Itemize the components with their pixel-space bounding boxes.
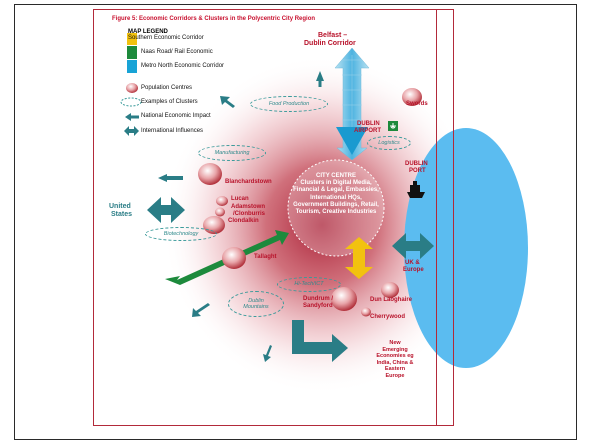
uk-arrow xyxy=(392,233,434,259)
cluster-dublin-mountains-2: Mountains xyxy=(243,304,269,310)
legend-swatch-international xyxy=(124,126,139,136)
impact-arrow-nw xyxy=(220,96,235,108)
label-united-states-2: States xyxy=(111,211,133,218)
label-dublin-airport-2: AIRPORT xyxy=(354,128,381,134)
legend-swatch-national xyxy=(125,113,139,121)
ship-icon xyxy=(407,181,425,198)
impact-arrow-sw1 xyxy=(192,303,210,317)
cluster-logistics: Logistics xyxy=(367,136,411,150)
city-centre-body: Clusters in Digital Media, Financial & L… xyxy=(293,180,379,215)
cluster-biotechnology: Biotechnology xyxy=(145,227,217,241)
legend-heading: MAP LEGEND xyxy=(128,29,168,35)
label-new-emerging-6: Europe xyxy=(385,372,405,379)
legend-swatch-naas xyxy=(127,46,137,59)
legend-label-southern: Southern Economic Corridor xyxy=(128,35,204,41)
cluster-hi-tech: Hi-Tech/ICT xyxy=(277,277,341,292)
label-belfast: Belfast – xyxy=(318,32,348,39)
label-dublin-port-2: PORT xyxy=(409,168,426,174)
label-lucan: Lucan xyxy=(231,196,249,202)
us-arrow xyxy=(147,197,185,223)
city-centre-ring xyxy=(287,159,385,257)
label-dun-laoghaire: Dun Laoghaire xyxy=(370,297,413,303)
population-tallaght xyxy=(222,247,246,269)
label-dublin-airport-1: DUBLIN xyxy=(357,121,380,127)
legend-label-metro: Metro North Economic Corridor xyxy=(141,63,225,69)
label-cherrywood: Cherrywood xyxy=(370,314,406,320)
label-new-emerging: New Emerging Economies eg India, China &… xyxy=(365,340,425,380)
figure-title: Figure 5: Economic Corridors & Clusters … xyxy=(112,16,316,22)
label-united-states-1: United xyxy=(109,203,131,210)
label-clondalkin: Clondalkin xyxy=(228,218,259,224)
label-new-emerging-5: Eastern xyxy=(384,366,406,373)
population-swords xyxy=(402,88,422,106)
legend-label-population: Population Centres xyxy=(141,85,193,91)
map-frame-right-edge xyxy=(436,9,437,426)
label-new-emerging-3: Economies eg xyxy=(376,353,414,360)
map-frame xyxy=(93,9,454,426)
label-dundrum-2: Sandyford xyxy=(303,303,333,309)
cluster-food-production: Food Production xyxy=(250,96,328,112)
east-arrow xyxy=(292,320,348,362)
southern-corridor-arrow xyxy=(345,237,373,279)
label-clonburris: /Clonburris xyxy=(233,211,266,217)
label-uk-europe-1: UK & xyxy=(405,260,420,266)
legend-label-international: International Influences xyxy=(141,128,204,134)
metro-north-arrow-tip xyxy=(336,127,368,155)
label-adamstown: Adamstown xyxy=(231,204,266,210)
label-swords: Swords xyxy=(406,101,428,107)
population-dundrum xyxy=(331,287,357,311)
impact-arrow-west xyxy=(158,174,183,182)
city-centre-heading: CITY CENTRE xyxy=(316,173,356,179)
legend-swatch-population xyxy=(126,83,138,93)
label-new-emerging-1: New xyxy=(389,340,401,346)
legend-swatch-southern xyxy=(127,33,137,45)
cluster-dublin-mountains: Dublin Mountains xyxy=(228,291,284,317)
label-dublin-port-1: DUBLIN xyxy=(405,161,428,167)
label-dublin-corridor: Dublin Corridor xyxy=(304,40,356,47)
population-cherrywood xyxy=(361,307,371,317)
population-adamstown xyxy=(215,207,225,217)
label-uk-europe-2: Europe xyxy=(403,267,424,273)
sea-area xyxy=(404,128,528,368)
slide-frame xyxy=(14,4,577,440)
population-centres xyxy=(198,88,422,317)
label-tallaght: Tallaght xyxy=(254,254,277,260)
population-lucan xyxy=(216,196,228,206)
cluster-manufacturing: Manufacturing xyxy=(198,145,266,161)
legend-label-naas: Naas Road/ Rail Economic xyxy=(141,49,213,55)
cluster-dublin-mountains-1: Dublin xyxy=(248,297,264,304)
label-new-emerging-4: India, China & xyxy=(376,359,414,366)
impact-arrow-north xyxy=(316,71,324,87)
city-centre-text: CITY CENTRE Clusters in Digital Media, F… xyxy=(293,173,379,216)
label-dundrum-1: Dundrum / xyxy=(303,296,333,302)
label-blanchardstown: Blanchardstown xyxy=(225,179,272,185)
legend-swatch-cluster xyxy=(120,97,142,107)
population-blanchardstown xyxy=(198,163,222,185)
legend-label-cluster: Examples of Clusters xyxy=(141,99,198,105)
population-dun-laoghaire xyxy=(381,282,399,298)
impact-arrow-sw2 xyxy=(263,345,272,362)
legend-label-national: National Economic Impact xyxy=(141,113,211,119)
label-new-emerging-2: Emerging xyxy=(382,346,408,353)
legend-swatch-metro xyxy=(127,60,137,73)
